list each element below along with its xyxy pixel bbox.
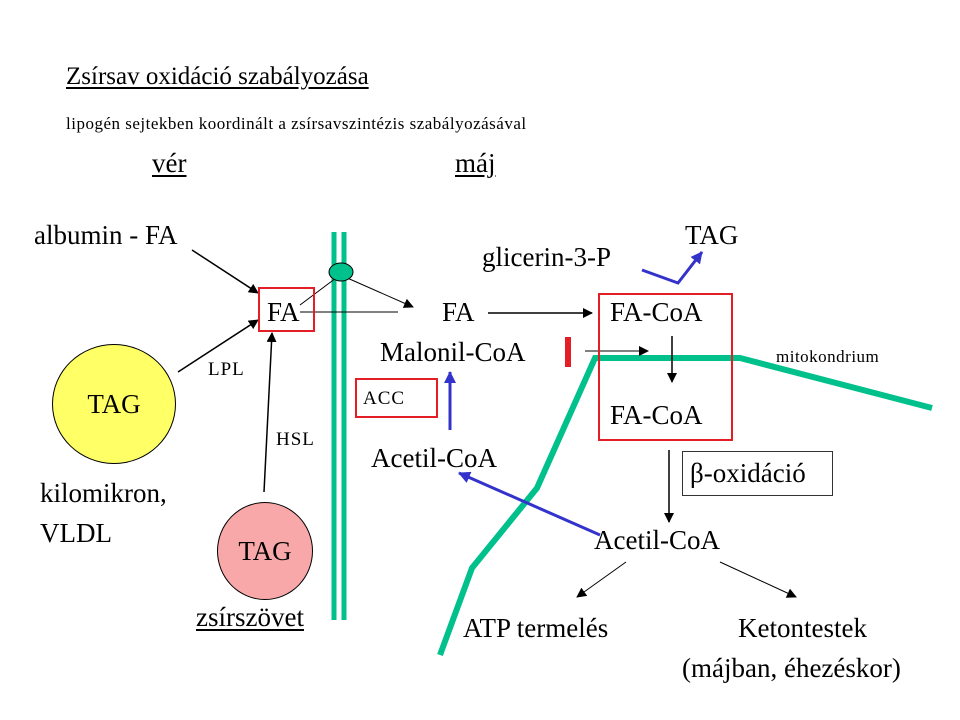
chylomicron-label-line2: VLDL — [40, 518, 112, 548]
beta-oxidation-label: β-oxidáció — [690, 458, 806, 488]
glycerol-3p-label: glicerin-3-P — [482, 242, 611, 272]
transporter-in-line — [299, 274, 341, 306]
ketone-label-line2: (májban, éhezéskor) — [682, 653, 901, 683]
slide-subtitle: lipogén sejtekben koordinált a zsírsavsz… — [66, 114, 527, 133]
arrow-acetylcoa-export — [458, 471, 601, 537]
acc-label: ACC — [363, 388, 406, 409]
facoa-top-label: FA-CoA — [610, 297, 703, 327]
chylomicron-label-line1: kilomikron, — [40, 478, 167, 508]
slide-title: Zsírsav oxidáció szabályozása — [66, 63, 369, 90]
facoa-bottom-label: FA-CoA — [610, 400, 703, 430]
acetyl-coa-mito-label: Acetil-CoA — [594, 525, 720, 555]
beta-oxidation-box — [682, 451, 833, 496]
facoa-box — [598, 293, 733, 441]
mitochondrion-membrane — [437, 355, 933, 657]
arrow-albumin-to-fa — [191, 249, 259, 294]
tag-adipose-circle: TAG — [217, 502, 313, 600]
fa-blood-label: FA — [267, 297, 300, 327]
tag-liver-label: TAG — [685, 220, 739, 250]
albumin-fa-label: albumin - FA — [34, 220, 178, 250]
fa-liver-label: FA — [442, 297, 475, 327]
header-blood: vér — [152, 148, 187, 178]
arrow-hsl — [263, 332, 277, 493]
tag-adipose-label: TAG — [238, 535, 292, 566]
tag-chylomicron-circle: TAG — [52, 344, 176, 464]
header-liver: máj — [455, 148, 496, 178]
arrow-tag-synthesis — [641, 251, 704, 285]
tag-chylomicron-label: TAG — [87, 388, 141, 419]
arrow-to-atp — [576, 561, 627, 598]
atp-label: ATP termelés — [463, 613, 609, 643]
ketone-label-line1: Ketontestek — [738, 613, 867, 643]
inhibition-bar — [565, 337, 571, 367]
arrow-to-ketone — [719, 561, 797, 598]
malonyl-coa-label: Malonil-CoA — [380, 337, 526, 367]
hsl-label: HSL — [276, 429, 315, 450]
acetyl-coa-cytosol-label: Acetil-CoA — [371, 443, 497, 473]
arrow-lpl — [177, 319, 259, 373]
acc-box — [355, 378, 438, 418]
mitochondrion-label: mitokondrium — [776, 347, 880, 366]
fa-blood-box — [258, 287, 315, 332]
fa-transporter — [328, 262, 354, 282]
lpl-label: LPL — [208, 359, 245, 380]
transporter-out-line — [344, 276, 414, 308]
adipose-label: zsírszövet — [196, 602, 304, 632]
